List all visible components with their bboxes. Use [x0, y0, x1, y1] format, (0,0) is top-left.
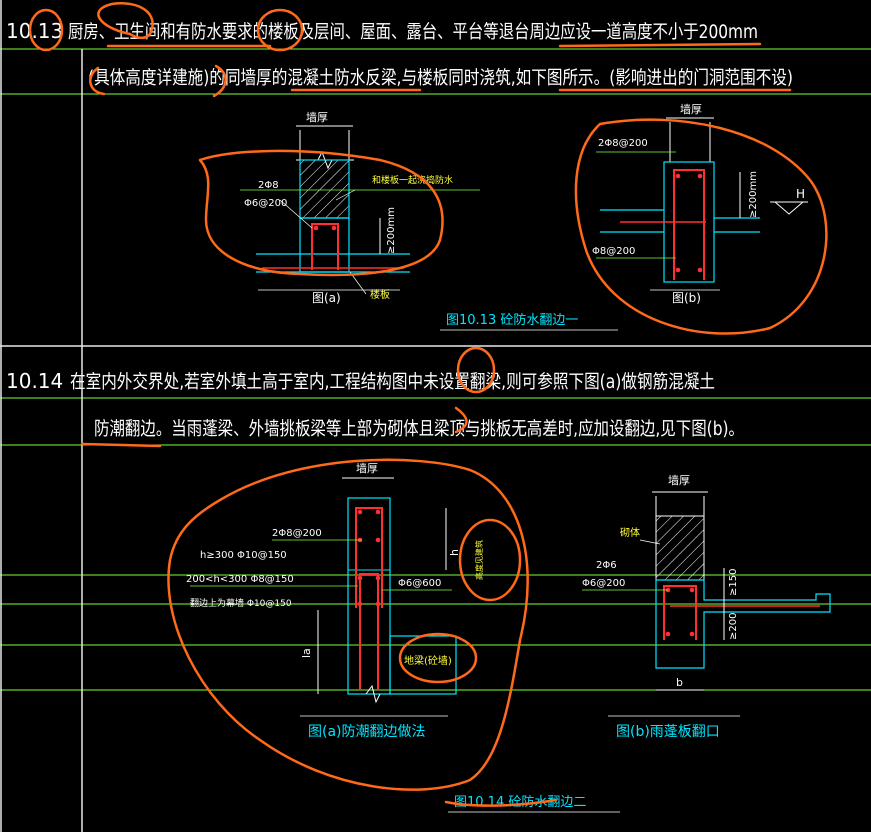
height-label: ≥200mm — [386, 207, 397, 254]
annotation-circle — [574, 118, 828, 335]
annotation-bracket — [89, 66, 106, 96]
section-number: 10.13 — [6, 19, 63, 43]
ground-beam-label: 地梁(砼墙) — [404, 654, 452, 667]
stirrup-label: Φ6@200 — [244, 198, 287, 209]
figure-caption: 图(a) — [312, 291, 341, 305]
paragraph-line: 防潮翻边。当雨蓬梁、外墙挑板梁等上部为砌体且梁顶与挑板无高差时,应加设翻边,见下… — [94, 419, 744, 440]
rebar-label: 2Φ8@200 — [598, 138, 648, 149]
section-1013-text: 10.13 厨房、卫生间和有防水要求的楼板及层间、屋面、露台、平台等退台周边应设… — [6, 19, 793, 89]
h-note: 高度见建筑 — [474, 540, 484, 580]
figure-1013-b: 墙厚 ≥200mm H 2Φ8@200 Φ8@200 图(b) — [592, 102, 808, 305]
h-label: h — [448, 549, 461, 556]
figure-caption: 图(b)雨蓬板翻口 — [616, 724, 720, 740]
wall-thickness-label: 墙厚 — [680, 102, 702, 116]
figure-1013-a: 墙厚 2Φ8 Φ6@200 和楼板一起浇捣防水 ≥200mm 楼板 图(a) — [240, 110, 480, 305]
figure-caption: 图(a)防潮翻边做法 — [308, 724, 426, 740]
height-label: ≥150 — [728, 569, 739, 596]
figure-1014-b: 墙厚 砌体 2Φ6 Φ6@200 ≥150 ≥200 b 图(b)雨蓬板翻口 — [582, 473, 831, 740]
figure-title: 图10.14 砼防水翻边二 — [454, 794, 586, 810]
stirrup-label: Φ6@600 — [398, 578, 441, 589]
annotation-circle — [97, 2, 154, 39]
height-label: ≥200 — [728, 613, 739, 640]
annotation-circle — [398, 632, 478, 684]
annotation-bracket — [212, 64, 227, 98]
paragraph-line: 厨房、卫生间和有防水要求的楼板及层间、屋面、露台、平台等退台周边应设一道高度不小… — [68, 22, 758, 43]
annotation-circle — [28, 8, 64, 52]
section-number: 10.14 — [6, 369, 63, 393]
masonry-label: 砌体 — [620, 527, 640, 539]
height-label: ≥200mm — [748, 171, 759, 218]
level-label: H — [796, 187, 805, 201]
wall-thickness-label: 墙厚 — [668, 473, 690, 487]
annotation-circle — [167, 458, 529, 791]
annotation-circle — [458, 518, 522, 602]
rebar-label: 2Φ6 — [596, 560, 617, 571]
wall-thickness-label: 墙厚 — [306, 110, 328, 124]
waterproof-note: 和楼板一起浇捣防水 — [372, 174, 453, 186]
figure-1014-a: 墙厚 la h 高度见建筑 2Φ8@200 h≥300 Φ10@150 200<… — [186, 461, 484, 740]
annotation-bracket — [454, 406, 468, 434]
section-1014-text: 10.14 在室内外交界处,若室外填土高于室内,工程结构图中未设置翻梁,则可参照… — [6, 369, 744, 440]
paragraph-line: (具体高度详建施)的同墙厚的混凝土防水反梁,与楼板同时浇筑,如下图所示。(影响进… — [88, 68, 793, 89]
annotation-underline — [444, 798, 558, 807]
slab-label: 楼板 — [370, 288, 390, 301]
rule-text: 200<h<300 Φ8@150 — [186, 574, 294, 585]
rule-text: h≥300 Φ10@150 — [200, 550, 287, 561]
rebar-label: 2Φ8@200 — [272, 528, 322, 539]
annotation-circle — [456, 346, 496, 394]
stirrup-label: Φ6@200 — [582, 578, 625, 589]
paragraph-line: 在室内外交界处,若室外填土高于室内,工程结构图中未设置翻梁,则可参照下图(a)做… — [70, 372, 715, 393]
width-label: b — [676, 676, 683, 689]
annotation-underline — [558, 42, 762, 48]
la-label: la — [300, 648, 313, 658]
annotation-underline — [80, 442, 162, 448]
rebar-label: 2Φ8 — [258, 180, 279, 191]
hand-annotations — [28, 2, 828, 807]
rebar-label: Φ8@200 — [592, 246, 635, 257]
wall-thickness-label: 墙厚 — [356, 461, 378, 475]
annotation-circle — [256, 8, 304, 52]
annotation-circle — [198, 149, 444, 277]
rule-text: 翻边上为幕墙 Φ10@150 — [190, 597, 292, 609]
figure-title: 图10.13 砼防水翻边一 — [446, 312, 578, 328]
figure-caption: 图(b) — [672, 291, 701, 305]
